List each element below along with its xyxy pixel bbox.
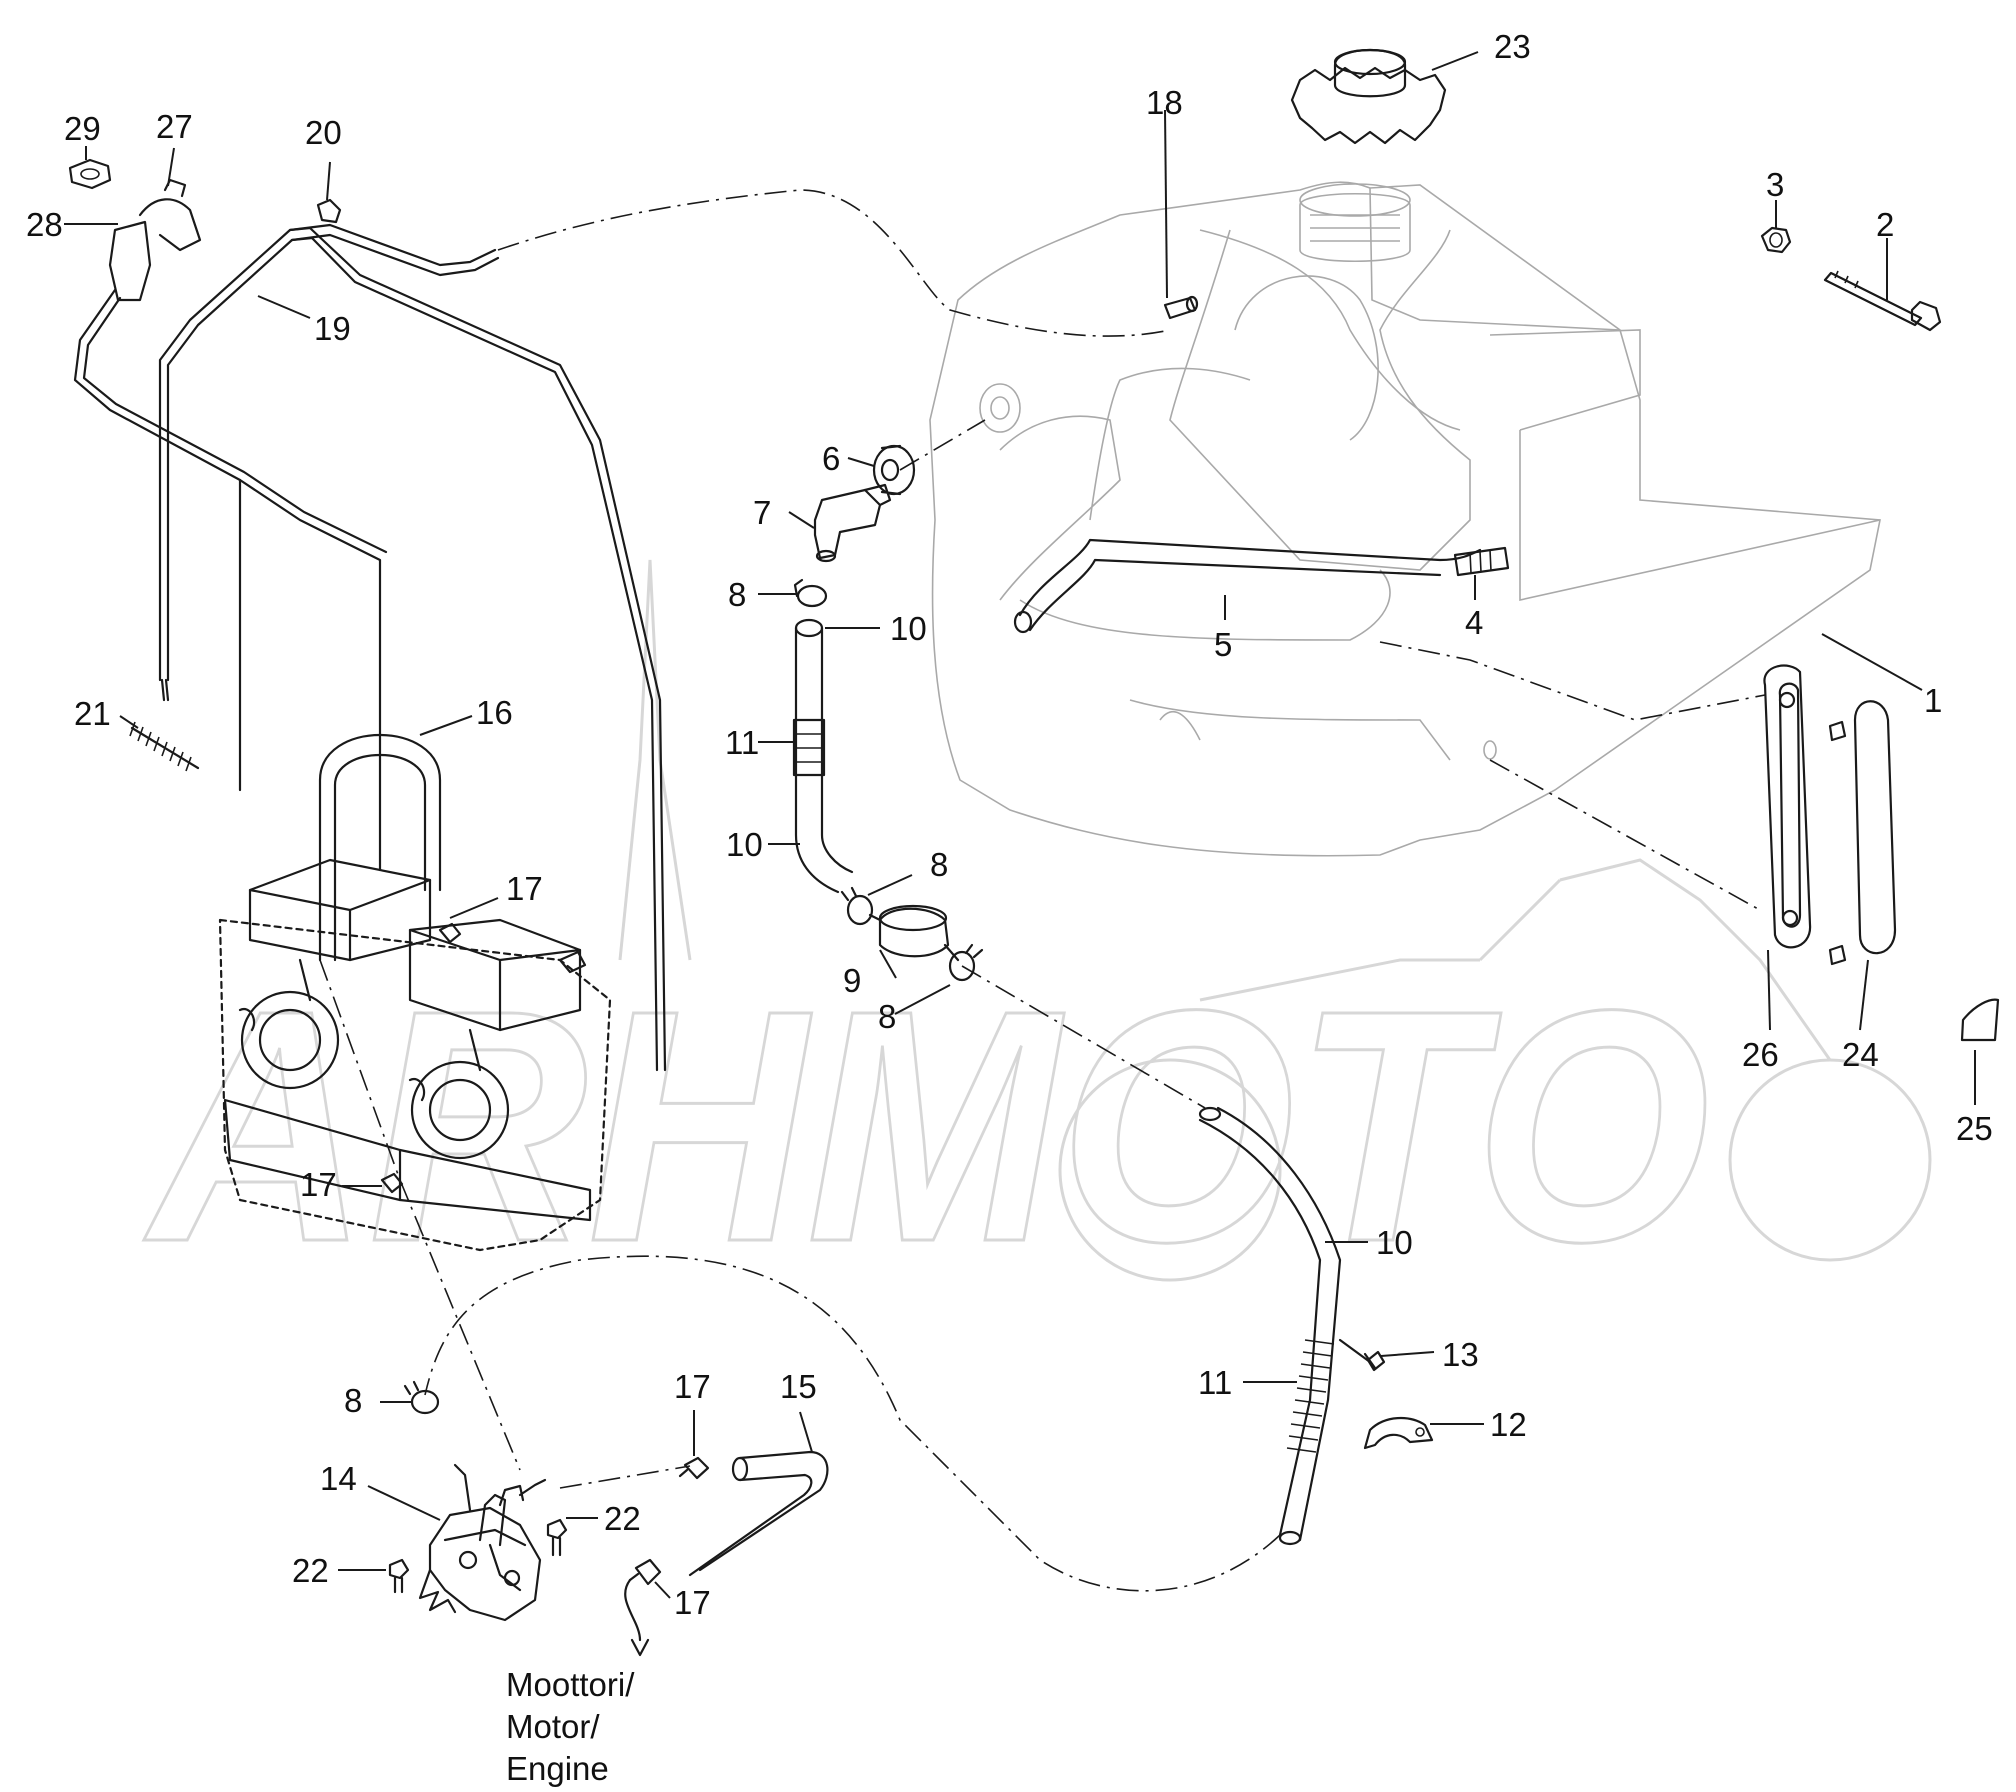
- mount-pad: [1828, 700, 1897, 966]
- fuel-hose-lower: [1198, 1106, 1342, 1546]
- callout-17: 17: [674, 1368, 711, 1405]
- grommet: [872, 444, 916, 496]
- watermark-text: ARHMOTO: [141, 941, 1710, 1310]
- callout-1: 1: [1924, 682, 1942, 719]
- callout-8: 8: [344, 1382, 362, 1419]
- pump-screw: [546, 1518, 568, 1557]
- tank-nut: [1760, 226, 1792, 254]
- mount-plate: [1763, 664, 1812, 949]
- callout-8: 8: [728, 576, 746, 613]
- callout-8: 8: [878, 998, 896, 1035]
- callout-labels: 1 2 3 4 5 6 7 8 8 8 8 9 10 10 10 11 11 1…: [26, 28, 1993, 1621]
- callout-18: 18: [1146, 84, 1183, 121]
- callout-26: 26: [1742, 1036, 1779, 1073]
- tank-bolt: [1823, 270, 1942, 332]
- push-rivet: [1338, 1338, 1386, 1372]
- callout-20: 20: [305, 114, 342, 151]
- callout-23: 23: [1494, 28, 1531, 65]
- callout-17: 17: [300, 1166, 337, 1203]
- fuel-tank: [929, 181, 1881, 857]
- engine-direction-arrow: [624, 1578, 650, 1657]
- callout-2: 2: [1876, 206, 1894, 243]
- small-clamp: [628, 1558, 662, 1586]
- throttle-cable: [73, 288, 388, 872]
- retaining-nut: [68, 158, 112, 190]
- filler-cap: [1290, 48, 1447, 145]
- callout-29: 29: [64, 110, 101, 147]
- cable-fitting: [316, 198, 342, 224]
- callout-14: 14: [320, 1460, 357, 1497]
- callout-10: 10: [726, 826, 763, 863]
- callout-17: 17: [674, 1584, 711, 1621]
- fuel-filter: [868, 904, 960, 962]
- hose-clamp: [793, 578, 828, 608]
- pump-screw: [388, 1558, 410, 1594]
- engine-note-line-2: Motor/: [506, 1708, 600, 1745]
- carburetor-assembly: [218, 858, 612, 1252]
- callout-11: 11: [725, 724, 759, 761]
- small-clamp: [678, 1456, 710, 1480]
- callout-25: 25: [1956, 1110, 1993, 1147]
- callout-15: 15: [780, 1368, 817, 1405]
- callout-10: 10: [890, 610, 927, 647]
- hose-clamp: [840, 886, 874, 926]
- watermark-logo: ARHMOTO: [139, 559, 1932, 1312]
- warning-label: [1960, 998, 2000, 1042]
- callout-21: 21: [74, 695, 111, 732]
- callout-7: 7: [753, 494, 771, 531]
- callout-22: 22: [604, 1500, 641, 1537]
- callout-10: 10: [1376, 1224, 1413, 1261]
- leader-lines: [64, 51, 1976, 1599]
- callout-9: 9: [843, 962, 861, 999]
- throttle-switch-housing: [108, 178, 202, 302]
- engine-note: Moottori/ Motor/ Engine: [506, 1666, 635, 1787]
- callout-3: 3: [1766, 166, 1784, 203]
- callout-13: 13: [1442, 1336, 1479, 1373]
- pulse-hose: [688, 1450, 829, 1577]
- hose-clamp: [403, 1380, 440, 1415]
- fuel-pump: [418, 1463, 547, 1622]
- callout-11: 11: [1198, 1364, 1232, 1401]
- engine-note-line-3: Engine: [506, 1750, 609, 1787]
- fuel-hose-upper: [792, 618, 854, 894]
- hose-clip: [1363, 1416, 1434, 1450]
- elbow-fitting: [813, 483, 892, 563]
- callout-8: 8: [930, 846, 948, 883]
- callout-16: 16: [476, 694, 513, 731]
- callout-27: 27: [156, 108, 193, 145]
- callout-28: 28: [26, 206, 63, 243]
- hose-clamp: [948, 943, 984, 982]
- callout-17: 17: [506, 870, 543, 907]
- callout-5: 5: [1214, 626, 1232, 663]
- routing-lines: [319, 189, 1766, 1592]
- callout-22: 22: [292, 1552, 329, 1589]
- callout-12: 12: [1490, 1406, 1527, 1443]
- engine-note-line-1: Moottori/: [506, 1666, 635, 1703]
- callout-4: 4: [1465, 604, 1483, 641]
- callout-24: 24: [1842, 1036, 1879, 1073]
- return-spring: [129, 721, 200, 772]
- choke-cable: [158, 223, 667, 1072]
- callout-19: 19: [314, 310, 351, 347]
- callout-6: 6: [822, 440, 840, 477]
